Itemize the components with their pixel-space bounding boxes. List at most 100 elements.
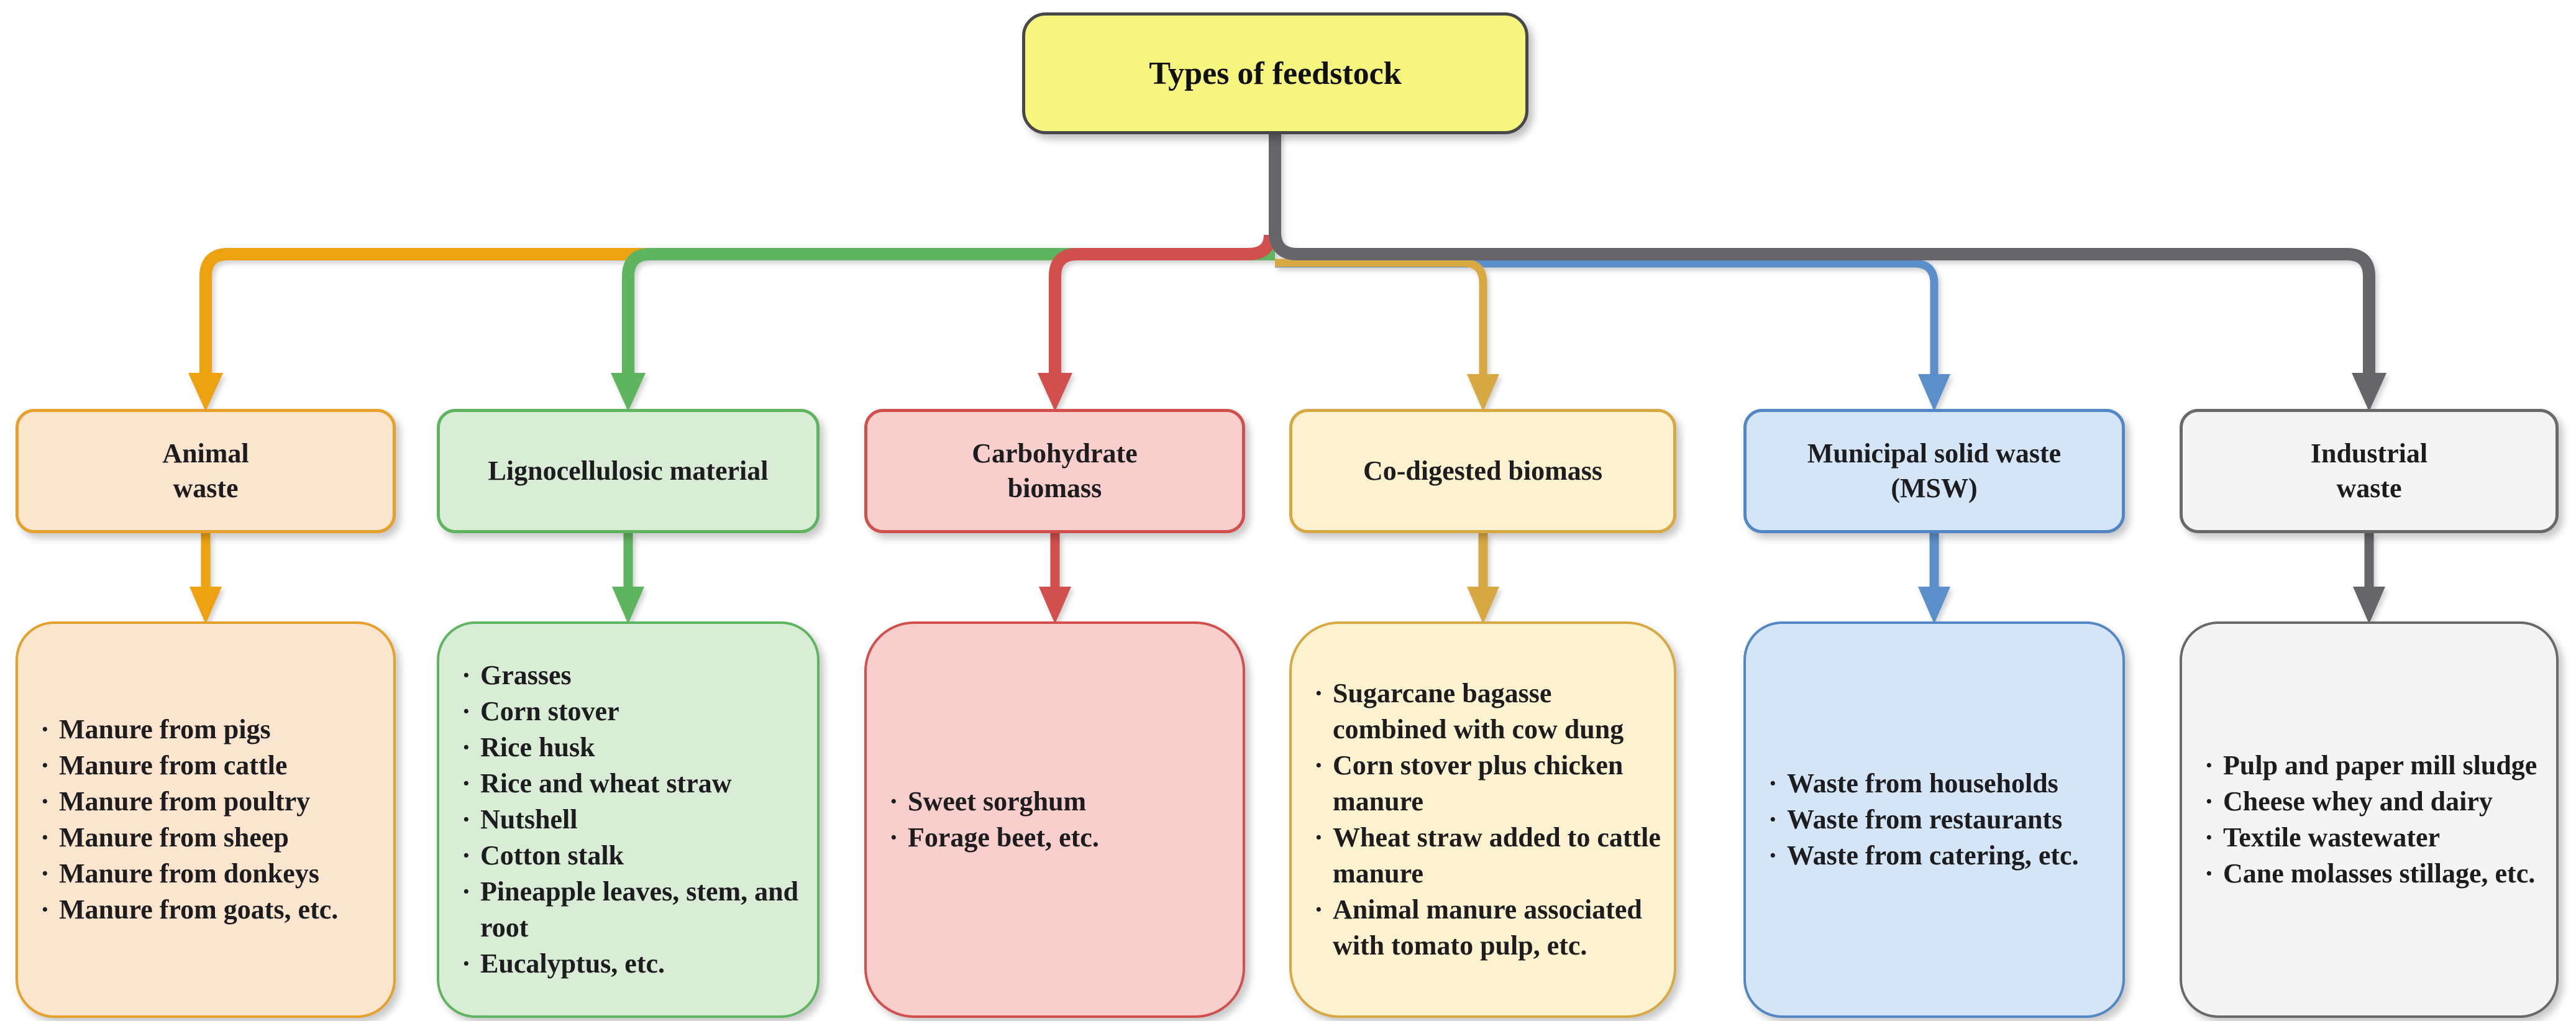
feedstock-item-text: Cotton stalk: [480, 840, 624, 871]
bullet-dot: ·: [2204, 750, 2214, 781]
feedstock-item-text: Animal manure associated with tomato pul…: [1333, 894, 1642, 961]
detail-box-animal-waste: ·Manure from pigs ·Manure from cattle ·M…: [16, 621, 396, 1018]
bullet-dot: ·: [462, 768, 471, 799]
header-label-line: Industrial: [2310, 438, 2428, 469]
sub-arrowhead-codigested: [1467, 587, 1499, 624]
feedstock-list: ·Sweet sorghum · Forage beet, etc.: [867, 784, 1243, 856]
feedstock-item-text: Pulp and paper mill sludge: [2223, 750, 2537, 781]
bullet-dot: ·: [40, 714, 50, 744]
feedstock-item-text: Forage beet, etc.: [908, 822, 1099, 853]
title-box: Types of feedstock: [1022, 12, 1528, 134]
feedstock-item: · Grasses: [457, 657, 806, 694]
feedstock-item-text: Waste from catering, etc.: [1787, 840, 2079, 871]
bullet-dot: ·: [1314, 822, 1323, 853]
feedstock-item-text: Manure from sheep: [59, 822, 289, 853]
feedstock-item-text: Eucalyptus, etc.: [480, 948, 665, 979]
feedstock-item: · Manure from pigs: [35, 712, 382, 748]
feedstock-item-text: Manure from donkeys: [59, 858, 319, 889]
header-label-line: Lignocellulosic material: [488, 456, 769, 486]
bullet-dot: ·: [462, 876, 471, 907]
branch-line-codigested: [1275, 259, 1487, 375]
feedstock-item: ·Sugarcane bagasse combined with cow dun…: [1309, 675, 1663, 748]
header-box-carbohydrate: Carbohydrate biomass: [864, 409, 1245, 533]
bullet-dot: ·: [40, 786, 50, 817]
feedstock-item-text: Manure from goats, etc.: [59, 894, 339, 925]
diagram-title: Types of feedstock: [1149, 55, 1402, 91]
feedstock-item: ·Cheese whey and dairy: [2199, 784, 2545, 820]
detail-box-carbohydrate: ·Sweet sorghum · Forage beet, etc.: [864, 621, 1245, 1018]
feedstock-list: ·Manure from pigs ·Manure from cattle ·M…: [18, 712, 393, 928]
feedstock-list: ·Waste from households · Waste from resta…: [1746, 766, 2122, 874]
sub-arrowhead-msw: [1918, 587, 1950, 624]
sub-arrowhead-carbohydrate: [1039, 587, 1071, 624]
branch-line-carbohydrate: [1049, 234, 1276, 374]
header-label-line: waste: [2336, 473, 2402, 503]
sub-arrowhead-animal-waste: [190, 587, 222, 624]
bullet-dot: ·: [40, 894, 50, 925]
arrowhead-industrial: [2352, 373, 2386, 411]
feedstock-item-text: Pineapple leaves, stem, and root: [480, 876, 799, 943]
bullet-dot: ·: [1314, 750, 1323, 781]
feedstock-item: ·Cane molasses stillage, etc.: [2199, 856, 2545, 892]
feedstock-list: · Pulp and paper mill sludge ·Cheese whey…: [2182, 748, 2556, 892]
detail-box-industrial: · Pulp and paper mill sludge ·Cheese whey…: [2180, 621, 2559, 1018]
bullet-dot: ·: [40, 750, 50, 781]
header-label-line: biomass: [1007, 473, 1102, 503]
header-label-line: Carbohydrate: [972, 438, 1138, 469]
feedstock-item: · Textile wastewater: [2199, 820, 2545, 856]
feedstock-item: · Manure from goats, etc.: [35, 892, 382, 928]
header-box-industrial: Industrial waste: [2180, 409, 2559, 533]
feedstock-item: ·Corn stover: [457, 694, 806, 730]
bullet-dot: ·: [40, 822, 50, 853]
detail-box-lignocellulosic: · Grasses ·Corn stover · Rice husk · Rice a…: [437, 621, 820, 1018]
arrowhead-animal-waste: [188, 373, 223, 411]
arrowhead-msw: [1918, 374, 1950, 411]
arrowhead-codigested: [1467, 374, 1499, 411]
feedstock-list: · Sugarcane bagasse combined with cow dun…: [1292, 675, 1674, 964]
bullet-dot: ·: [1314, 894, 1323, 925]
header-label-line: waste: [173, 473, 239, 503]
feedstock-item-text: Grasses: [480, 660, 572, 690]
feedstock-item-text: Sugarcane bagasse combined with cow dung: [1333, 678, 1624, 744]
branch-line-animal-waste: [199, 248, 1275, 374]
feedstock-item-text: Textile wastewater: [2223, 822, 2441, 853]
bullet-dot: ·: [40, 858, 50, 889]
feedstock-item-text: Rice and wheat straw: [480, 768, 732, 799]
header-box-lignocellulosic: Lignocellulosic material: [437, 409, 820, 533]
header-box-codigested: Co-digested biomass: [1289, 409, 1676, 533]
detail-box-msw: ·Waste from households · Waste from resta…: [1743, 621, 2125, 1018]
feedstock-item: · Corn stover plus chicken manure: [1309, 748, 1663, 820]
bullet-dot: ·: [889, 822, 898, 853]
branch-line-lignocellulosic: [622, 248, 1275, 374]
feedstock-item: ·Sweet sorghum: [884, 784, 1231, 820]
feedstock-item: ·Manure from poultry: [35, 784, 382, 820]
feedstock-item-text: Rice husk: [480, 732, 595, 762]
bullet-dot: ·: [1768, 840, 1778, 871]
feedstock-item-text: Wheat straw added to cattle manure: [1333, 822, 1661, 889]
feedstock-item: · Waste from catering, etc.: [1763, 838, 2111, 874]
feedstock-item-text: Manure from pigs: [59, 714, 271, 744]
bullet-dot: ·: [2204, 858, 2214, 889]
header-box-animal-waste: Animal waste: [16, 409, 396, 533]
feedstock-item: · Manure from sheep: [35, 820, 382, 856]
header-label-line: Co-digested biomass: [1363, 456, 1603, 486]
bullet-dot: ·: [889, 786, 898, 817]
detail-box-codigested: · Sugarcane bagasse combined with cow dun…: [1289, 621, 1676, 1018]
feedstock-item: ·Waste from households: [1763, 766, 2111, 802]
arrowhead-lignocellulosic: [611, 373, 646, 411]
feedstock-item: ·Cotton stalk: [457, 838, 806, 874]
feedstock-item-text: Waste from restaurants: [1787, 804, 2063, 835]
bullet-dot: ·: [462, 660, 471, 690]
sub-arrowhead-industrial: [2353, 587, 2385, 624]
feedstock-item-text: Waste from households: [1787, 768, 2058, 799]
feedstock-item-text: Corn stover: [480, 696, 619, 726]
arrowhead-carbohydrate: [1038, 373, 1072, 411]
header-label-line: Animal: [162, 438, 249, 469]
feedstock-item: · Rice and wheat straw: [457, 766, 806, 802]
feedstock-item-text: Corn stover plus chicken manure: [1333, 750, 1624, 817]
branch-line-msw: [1275, 259, 1939, 375]
trunk-line: [1269, 130, 2375, 374]
bullet-dot: ·: [2204, 822, 2214, 853]
